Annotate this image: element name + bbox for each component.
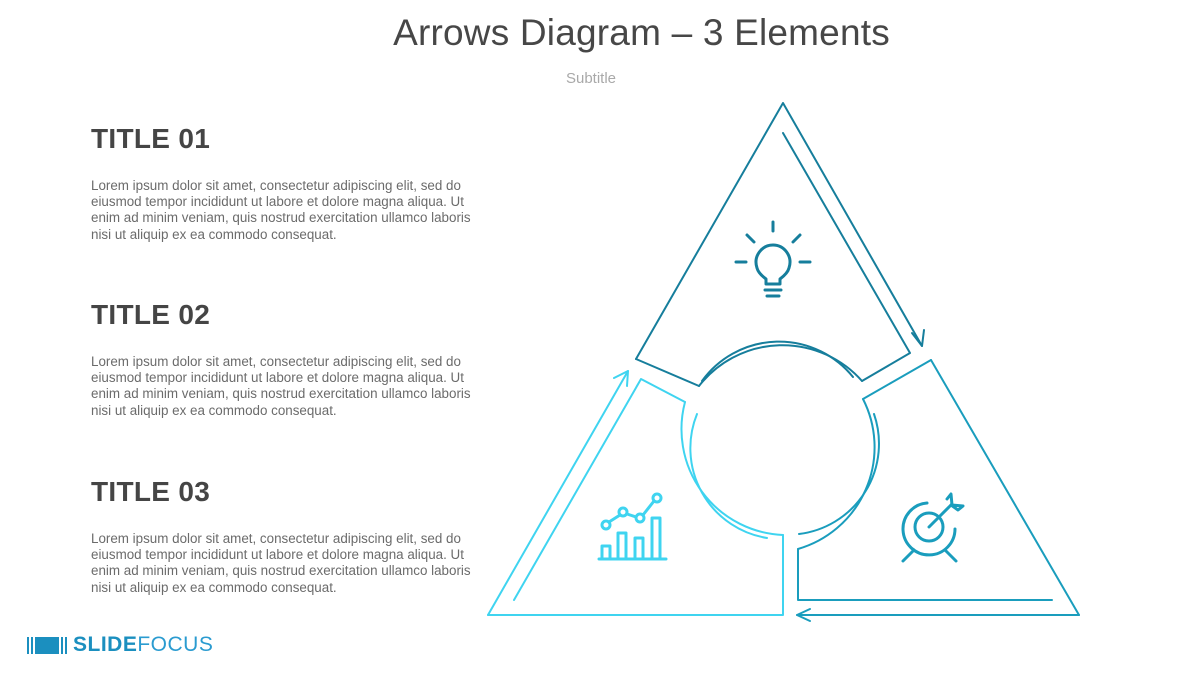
lightbulb-icon	[734, 220, 812, 298]
block-body: Lorem ipsum dolor sit amet, consectetur …	[91, 354, 471, 418]
text-block-02: TITLE 02 Lorem ipsum dolor sit amet, con…	[91, 300, 481, 419]
block-body: Lorem ipsum dolor sit amet, consectetur …	[91, 531, 471, 595]
block-title: TITLE 02	[91, 299, 211, 330]
segment-top	[635, 102, 925, 387]
logo-bars-icon	[27, 636, 67, 654]
target-arrow-icon	[901, 492, 965, 563]
arrow-head-icon	[613, 370, 629, 387]
arrow-head-icon	[911, 329, 925, 347]
block-title: TITLE 01	[91, 123, 211, 154]
segment-right	[796, 359, 1080, 622]
page-subtitle: Subtitle	[565, 70, 617, 87]
slidefocus-logo: SLIDEFOCUS	[27, 633, 213, 657]
text-block-01: TITLE 01 Lorem ipsum dolor sit amet, con…	[91, 124, 481, 243]
block-title: TITLE 03	[91, 476, 211, 507]
logo-text-light: FOCUS	[137, 633, 214, 656]
logo-text-bold: SLIDE	[73, 633, 138, 656]
page-title: Arrows Diagram – 3 Elements	[393, 12, 890, 53]
block-body: Lorem ipsum dolor sit amet, consectetur …	[91, 178, 471, 242]
segment-left	[487, 370, 784, 616]
bar-line-chart-icon	[597, 492, 668, 561]
text-block-03: TITLE 03 Lorem ipsum dolor sit amet, con…	[91, 477, 481, 596]
arrow-head-icon	[796, 608, 811, 622]
